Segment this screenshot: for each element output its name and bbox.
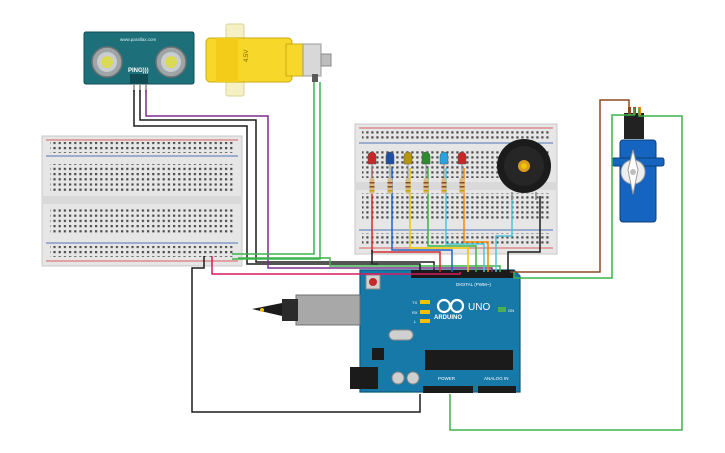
wires [133, 82, 683, 431]
resistor-4[interactable] [423, 178, 429, 194]
led-2[interactable] [385, 151, 395, 178]
bb-ground-wire [371, 250, 421, 272]
ultrasonic-sensor[interactable]: www.parallax.com PING))) [83, 31, 195, 92]
led3-wire [409, 168, 469, 272]
left-breadboard [41, 135, 243, 267]
sensor-signal-wire [145, 90, 493, 272]
left-bb-green-wire [238, 257, 501, 272]
servo-brown-wire [510, 99, 630, 273]
resistor-1[interactable] [369, 178, 375, 194]
resistor-5[interactable] [441, 178, 447, 194]
motor-wire-2 [232, 82, 321, 260]
servo-green-wire [513, 108, 635, 279]
sensor-model-label: PING))) [128, 68, 149, 74]
sensor-top-text: www.parallax.com [120, 37, 157, 42]
on-label: ON [508, 308, 514, 313]
power-label: POWER [438, 376, 456, 381]
analog-label: ANALOG IN [484, 376, 509, 381]
servo-motor[interactable] [611, 107, 665, 223]
buzzer-wire-2 [507, 196, 541, 272]
arduino-model-label: UNO [468, 302, 490, 313]
tx-label: TX [412, 300, 417, 305]
motor-wire-1 [232, 82, 315, 255]
dc-motor[interactable]: 4.5V [205, 23, 332, 97]
l-label: L [414, 319, 417, 324]
servo-power-wire [449, 108, 683, 431]
led-group [367, 151, 467, 194]
led-5[interactable] [439, 151, 449, 178]
led-6[interactable] [457, 151, 467, 178]
sensor-gnd-wire [133, 90, 378, 265]
resistor-6[interactable] [459, 178, 465, 194]
led2-wire [391, 168, 453, 272]
buzzer-wire-1 [495, 196, 513, 272]
arduino-brand-label: ARDUINO [434, 315, 462, 321]
led1-wire [371, 168, 441, 272]
left-bb-pink-wire [211, 256, 461, 275]
led-4[interactable] [421, 151, 431, 178]
ground-loop-wire [191, 256, 421, 413]
piezo-buzzer[interactable] [497, 139, 551, 200]
led5-wire [445, 168, 485, 272]
motor-label: 4.5V [244, 50, 250, 62]
resistor-2[interactable] [387, 178, 393, 194]
led6-wire [463, 168, 489, 272]
digital-header-label: DIGITAL (PWM~) [456, 282, 491, 287]
led4-wire [427, 168, 477, 272]
rx-label: RX [412, 310, 418, 315]
led-1[interactable] [367, 151, 377, 178]
sensor-5v-wire [139, 90, 435, 272]
resistor-3[interactable] [405, 178, 411, 194]
led-3[interactable] [403, 151, 413, 178]
arduino-uno[interactable]: ARDUINO UNO DIGITAL (PWM~) POWER ANALOG … [252, 269, 521, 393]
